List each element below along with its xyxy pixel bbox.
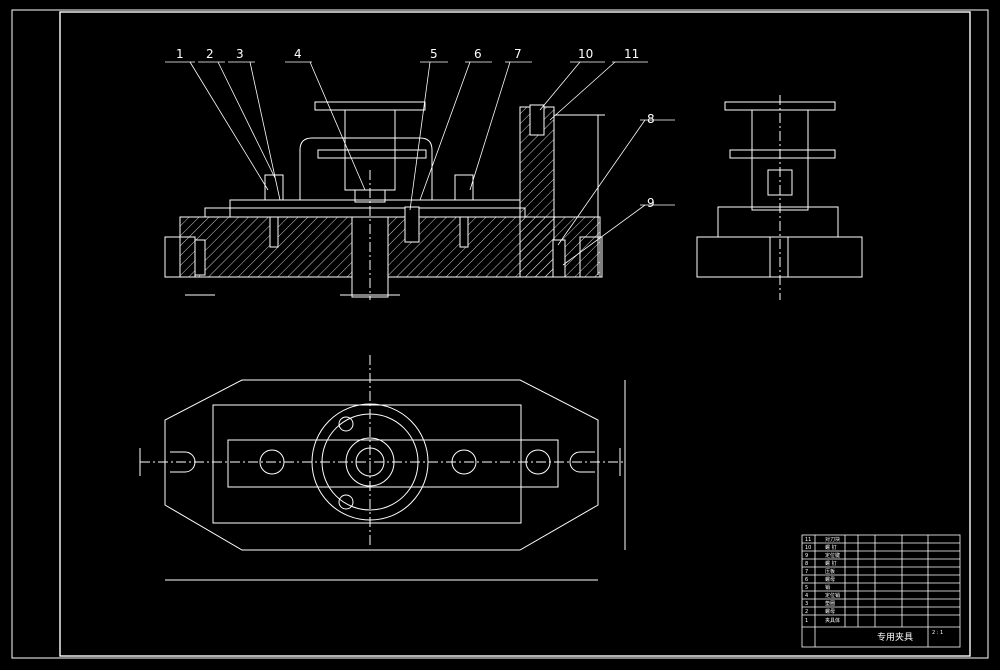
top-bar <box>227 439 559 488</box>
parts-list: 11 对刀块 10 螺 钉 9 定位键 8 螺 钉 7 压板 6 螺母 5 销 4 定位销 3 垫… <box>805 536 840 624</box>
side-view <box>696 95 863 300</box>
row-name: 垫圈 <box>825 600 835 607</box>
leader-lines <box>165 61 675 266</box>
row-name: 销 <box>825 584 830 591</box>
top-plate <box>212 404 522 524</box>
row-no: 9 <box>805 553 808 559</box>
top-outline <box>164 379 599 551</box>
side-mid-flange <box>729 149 836 159</box>
side-pin <box>769 236 789 278</box>
balloon-2: 2 <box>206 47 214 61</box>
stud-right <box>459 216 469 248</box>
row-name: 定位键 <box>825 552 840 559</box>
slot-right <box>569 451 595 473</box>
top-hole-a <box>338 416 354 432</box>
dowel-pin <box>404 206 420 243</box>
stud-left <box>269 216 279 248</box>
row-no: 4 <box>805 593 808 599</box>
row-name: 夹具体 <box>825 617 840 624</box>
row-name: 压板 <box>825 568 835 575</box>
balloon-4: 4 <box>294 47 302 61</box>
drawing-title: 专用夹具 <box>877 631 913 643</box>
row-no: 10 <box>805 545 811 551</box>
row-name: 对刀块 <box>825 536 840 543</box>
balloon-9: 9 <box>647 196 655 210</box>
screw-left <box>194 239 206 276</box>
workpiece-mid-flange <box>317 149 427 159</box>
nut-left <box>264 174 284 201</box>
top-hole-b <box>338 494 354 510</box>
balloon-3: 3 <box>236 47 244 61</box>
screw-right <box>552 239 566 278</box>
side-plate <box>717 206 839 238</box>
row-no: 8 <box>805 561 808 567</box>
row-no: 3 <box>805 601 808 607</box>
row-name: 螺母 <box>825 608 835 615</box>
front-section-view <box>164 101 605 300</box>
support-plate <box>204 207 526 218</box>
balloon-5: 5 <box>430 47 438 61</box>
nut-right <box>454 174 474 201</box>
balloon-1: 1 <box>176 47 184 61</box>
workpiece-top-flange <box>314 101 426 111</box>
sheet-scale: 2 : 1 <box>932 630 943 636</box>
top-view <box>139 355 626 581</box>
clamp-strap <box>299 137 433 200</box>
row-no: 7 <box>805 569 808 575</box>
row-no: 6 <box>805 577 808 583</box>
balloon-8: 8 <box>647 112 655 126</box>
balloon-6: 6 <box>474 47 482 61</box>
screw-top <box>529 104 545 136</box>
balloon-7: 7 <box>514 47 522 61</box>
row-name: 螺母 <box>825 576 835 583</box>
row-name: 定位销 <box>825 592 840 599</box>
title-block <box>801 534 961 648</box>
outer-border <box>11 9 989 659</box>
row-no: 11 <box>805 537 811 543</box>
inner-border <box>59 11 971 657</box>
right-lug <box>579 236 603 278</box>
balloon-11: 11 <box>624 47 639 61</box>
row-name: 螺 钉 <box>825 560 837 567</box>
row-no: 1 <box>805 618 808 624</box>
row-no: 5 <box>805 585 808 591</box>
row-no: 2 <box>805 609 808 615</box>
balloon-10: 10 <box>578 47 593 61</box>
row-name: 螺 钉 <box>825 544 837 551</box>
